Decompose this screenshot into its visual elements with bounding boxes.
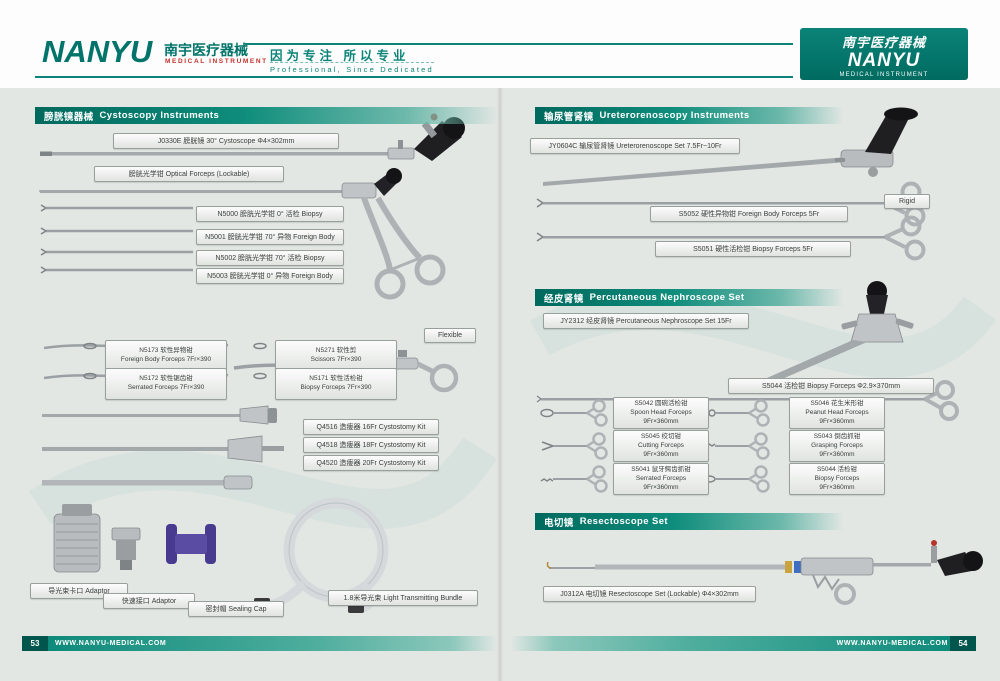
label-s5046-en: Peanut Head Forceps bbox=[805, 408, 869, 416]
label-n5173-en: Foreign Body Forceps 7Fr×390 bbox=[120, 356, 212, 363]
label-n5000: N5000 膀胱光学钳 0° 活检 Biopsy bbox=[196, 206, 344, 222]
header-rule-bottom bbox=[35, 76, 793, 78]
ureterorenoscope-photo bbox=[543, 107, 918, 186]
label-s5044-grid-en: Biopsy Forceps bbox=[814, 474, 860, 482]
label-s5043: S5043 倒齿抓钳 Grasping Forceps 9Fr×360mm bbox=[789, 430, 885, 463]
label-s5043-cn: S5043 倒齿抓钳 bbox=[813, 433, 861, 440]
label-n5271: N5271 软性剪 Scissors 7Fr×390 bbox=[275, 340, 397, 372]
label-s5043-en: Grasping Forceps bbox=[811, 441, 863, 449]
page-header: NANYU 南宇医疗器械 MEDICAL INSTRUMENT 因为专注 所以专… bbox=[0, 0, 1000, 88]
label-s5044-grid: S5044 活检钳 Biopsy Forceps 9Fr×360mm bbox=[789, 463, 885, 496]
label-s5041-en: Serrated Forceps bbox=[635, 474, 687, 482]
label-n5172-en: Serrated Forceps 7Fr×390 bbox=[127, 384, 205, 391]
section-uretero-en: Ureterorenoscopy Instruments bbox=[599, 110, 750, 121]
section-cystoscopy: 膀胱镜器械 Cystoscopy Instruments bbox=[35, 107, 499, 124]
slogan-english: Professional, Since Dedicated bbox=[270, 62, 434, 74]
label-n5171-cn: N5171 软性活检钳 bbox=[309, 375, 363, 383]
label-s5044-main: S5044 活检钳 Biopsy Forceps Φ2.9×370mm bbox=[728, 378, 934, 394]
label-s5042-size: 9Fr×360mm bbox=[643, 417, 679, 425]
badge-subtitle: MEDICAL INSTRUMENT bbox=[839, 71, 929, 78]
grasping-forceps-photo bbox=[702, 432, 770, 460]
serrated-forceps-photo bbox=[540, 465, 608, 493]
label-n5271-cn: N5271 软性剪 bbox=[315, 347, 357, 355]
label-optical-forceps: 膀胱光学钳 Optical Forceps (Lockable) bbox=[94, 166, 284, 182]
label-n5171-en: Biopsy Forceps 7Fr×390 bbox=[300, 384, 372, 391]
label-q4520: Q4520 造瘘器 20Fr Cystostomy Kit bbox=[303, 455, 439, 471]
background-watermark bbox=[28, 290, 997, 529]
resectoscope-photo bbox=[546, 540, 983, 605]
nanyu-logo: NANYU bbox=[42, 34, 153, 69]
section-nephro-en: Percutaneous Nephroscope Set bbox=[589, 292, 745, 303]
label-s5044-grid-size: 9Fr×360mm bbox=[819, 483, 855, 491]
badge-chinese-name: 南宇医疗器械 bbox=[841, 35, 926, 50]
label-n5172-cn: N5172 软性锯齿钳 bbox=[139, 375, 193, 383]
label-j0312a: J0312A 电切镜 Resectoscope Set (Lockable) Φ… bbox=[543, 586, 756, 602]
label-s5046-size: 9Fr×360mm bbox=[819, 417, 855, 425]
section-cystoscopy-cn: 膀胱镜器械 bbox=[44, 111, 94, 123]
label-quick-adaptor: 快速接口 Adaptor bbox=[103, 593, 195, 609]
label-n5003: N5003 膀胱光学钳 0° 异物 Foreign Body bbox=[196, 268, 344, 284]
section-cystoscopy-en: Cystoscopy Instruments bbox=[99, 110, 220, 121]
label-sealing-cap: 密封帽 Sealing Cap bbox=[188, 601, 284, 617]
section-resectoscope: 电切镜 Resectoscope Set bbox=[535, 513, 844, 530]
label-q4516: Q4516 造瘘器 16Fr Cystostomy Kit bbox=[303, 419, 439, 435]
cystoscope-photo bbox=[40, 113, 465, 161]
label-s5046-cn: S5046 花生米形钳 bbox=[810, 400, 864, 407]
label-s5051: S5051 硬性活检钳 Biopsy Forceps 5Fr bbox=[655, 241, 851, 257]
label-n5173-cn: N5173 软性异物钳 bbox=[139, 347, 193, 355]
label-n5001: N5001 膀胱光学钳 70° 异物 Foreign Body bbox=[196, 229, 344, 245]
footer-url-left: WWW.NANYU-MEDICAL.COM bbox=[48, 636, 497, 651]
slogan-chinese: 因为专注 所以专业 bbox=[270, 49, 410, 63]
spoon-head-forceps-photo bbox=[540, 399, 608, 427]
badge-logo-text: NANYU bbox=[847, 50, 921, 71]
footer-url-right: WWW.NANYU-MEDICAL.COM bbox=[510, 636, 955, 651]
label-s5052: S5052 硬性异物钳 Foreign Body Forceps 5Fr bbox=[650, 206, 848, 222]
label-n5002: N5002 膀胱光学钳 70° 活检 Biopsy bbox=[196, 250, 344, 266]
label-s5045-cn: S5045 绞切钳 bbox=[640, 433, 682, 440]
label-s5041-size: 9Fr×360mm bbox=[643, 483, 679, 491]
label-j0330e-cystoscope: J0330E 膀胱镜 30° Cystoscope Φ4×302mm bbox=[113, 133, 339, 149]
page-gutter bbox=[497, 88, 503, 681]
section-resecto-cn: 电切镜 bbox=[544, 517, 574, 529]
section-nephroscope: 经皮肾镜 Percutaneous Nephroscope Set bbox=[535, 289, 844, 306]
label-n5171: N5171 软性活检钳 Biopsy Forceps 7Fr×390 bbox=[275, 368, 397, 400]
page-number-left: 53 bbox=[22, 636, 48, 651]
label-n5271-en: Scissors 7Fr×390 bbox=[310, 356, 362, 363]
label-s5042-cn: S5042 圆碗活检钳 bbox=[634, 400, 688, 407]
percutaneous-nephroscope-photo bbox=[751, 281, 914, 390]
label-jy2312: JY2312 经皮肾镜 Percutaneous Nephroscope Set… bbox=[543, 313, 749, 329]
header-rule-top bbox=[245, 43, 793, 45]
logo-chinese-name: 南宇医疗器械 bbox=[164, 42, 248, 58]
label-s5045-size: 9Fr×360mm bbox=[643, 450, 679, 458]
cystostomy-kit-photo bbox=[42, 405, 284, 490]
section-resecto-en: Resectoscope Set bbox=[579, 516, 668, 527]
label-jy0604c: JY0604C 输尿管肾镜 Ureterorenoscope Set 7.5Fr… bbox=[530, 138, 740, 154]
label-s5045: S5045 绞切钳 Cutting Forceps 9Fr×360mm bbox=[613, 430, 709, 463]
biopsy-forceps-long-photo bbox=[536, 380, 959, 421]
label-q4518: Q4518 造瘘器 18Fr Cystostomy Kit bbox=[303, 437, 439, 453]
label-light-bundle: 1.8米导光束 Light Transmitting Bundle bbox=[328, 590, 478, 606]
label-s5042-en: Spoon Head Forceps bbox=[630, 408, 692, 416]
optical-forceps-tips-photo bbox=[40, 204, 193, 274]
section-nephro-cn: 经皮肾镜 bbox=[544, 293, 584, 305]
section-uretero-cn: 输尿管肾镜 bbox=[544, 111, 594, 123]
label-s5041-cn: S5041 鼠牙鳄齿抓钳 bbox=[631, 466, 691, 473]
label-s5043-size: 9Fr×360mm bbox=[819, 450, 855, 458]
page-number-right: 54 bbox=[950, 636, 976, 651]
optical-forceps-photo bbox=[39, 168, 446, 300]
label-s5041: S5041 鼠牙鳄齿抓钳 Serrated Forceps 9Fr×360mm bbox=[613, 463, 709, 496]
tag-flexible: Flexible bbox=[424, 328, 476, 343]
cutting-forceps-photo bbox=[541, 432, 608, 460]
tag-rigid: Rigid bbox=[884, 194, 930, 209]
label-n5172: N5172 软性锯齿钳 Serrated Forceps 7Fr×390 bbox=[105, 368, 227, 400]
logo-subtitle: MEDICAL INSTRUMENT bbox=[165, 58, 268, 65]
section-ureterorenoscopy: 输尿管肾镜 Ureterorenoscopy Instruments bbox=[535, 107, 844, 124]
label-s5044-grid-cn: S5044 活检钳 bbox=[816, 466, 858, 473]
label-s5046: S5046 花生米形钳 Peanut Head Forceps 9Fr×360m… bbox=[789, 397, 885, 430]
label-s5045-en: Cutting Forceps bbox=[638, 441, 684, 449]
label-s5042: S5042 圆碗活检钳 Spoon Head Forceps 9Fr×360mm bbox=[613, 397, 709, 430]
brand-badge: 南宇医疗器械 NANYU MEDICAL INSTRUMENT bbox=[800, 28, 968, 80]
peanut-head-forceps-photo bbox=[702, 399, 770, 427]
biopsy-forceps-small-photo bbox=[702, 465, 770, 493]
